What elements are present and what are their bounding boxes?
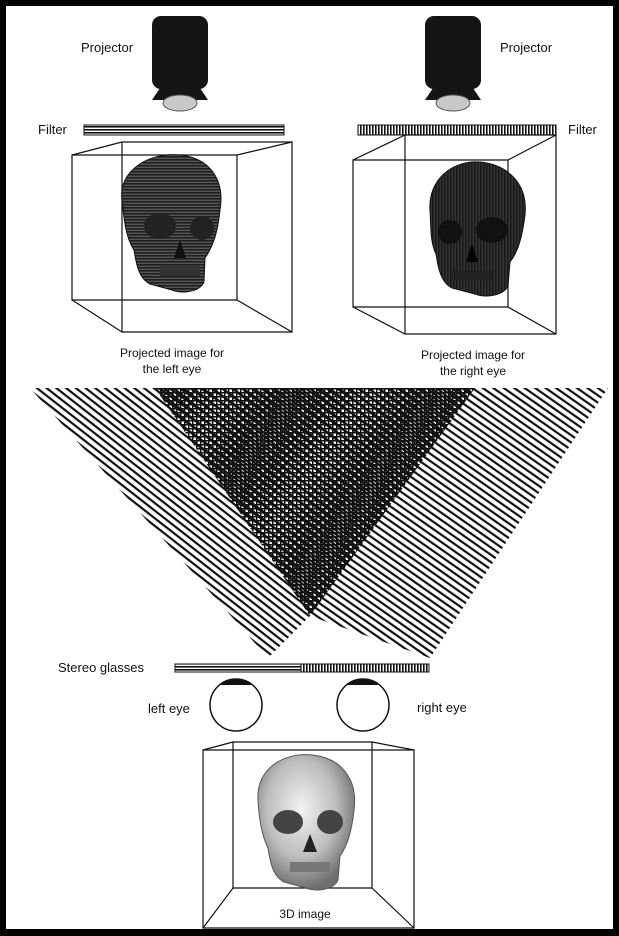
eye-icon xyxy=(210,679,262,731)
projector-right: Projector xyxy=(425,16,553,111)
caption-left-line2: the left eye xyxy=(143,362,202,376)
eye-icon xyxy=(337,679,389,731)
skull-icon xyxy=(122,155,221,292)
stereo-glasses-label: Stereo glasses xyxy=(58,660,144,675)
projector-left: Projector xyxy=(81,16,208,111)
polarizing-filter-icon xyxy=(301,664,429,672)
left-eye: left eye xyxy=(148,679,262,731)
projector-icon xyxy=(152,16,208,111)
projector-icon xyxy=(425,16,481,111)
caption-left-line1: Projected image for xyxy=(120,346,224,360)
left-eye-projection-box: Projected image for the left eye xyxy=(72,142,292,376)
polarizing-filter-icon xyxy=(84,125,284,135)
polarizing-filter-icon xyxy=(175,664,301,672)
caption-right-line1: Projected image for xyxy=(421,348,525,362)
3d-image-box: 3D image xyxy=(203,742,414,928)
filter-left-label: Filter xyxy=(38,122,68,137)
stereo-glasses: Stereo glasses xyxy=(58,660,429,675)
right-eye-projection-box: Projected image for the right eye xyxy=(353,135,556,378)
skull-icon xyxy=(258,755,355,890)
light-beams xyxy=(30,388,608,658)
result-label: 3D image xyxy=(279,907,331,921)
caption-right-line2: the right eye xyxy=(440,364,506,378)
right-eye-label: right eye xyxy=(417,700,467,715)
skull-icon xyxy=(430,162,525,296)
filter-right-label: Filter xyxy=(568,122,598,137)
filter-left: Filter xyxy=(38,122,284,137)
projector-left-label: Projector xyxy=(81,40,134,55)
polarizing-filter-icon xyxy=(358,125,556,135)
projector-right-label: Projector xyxy=(500,40,553,55)
left-eye-label: left eye xyxy=(148,701,190,716)
right-eye: right eye xyxy=(337,679,467,731)
